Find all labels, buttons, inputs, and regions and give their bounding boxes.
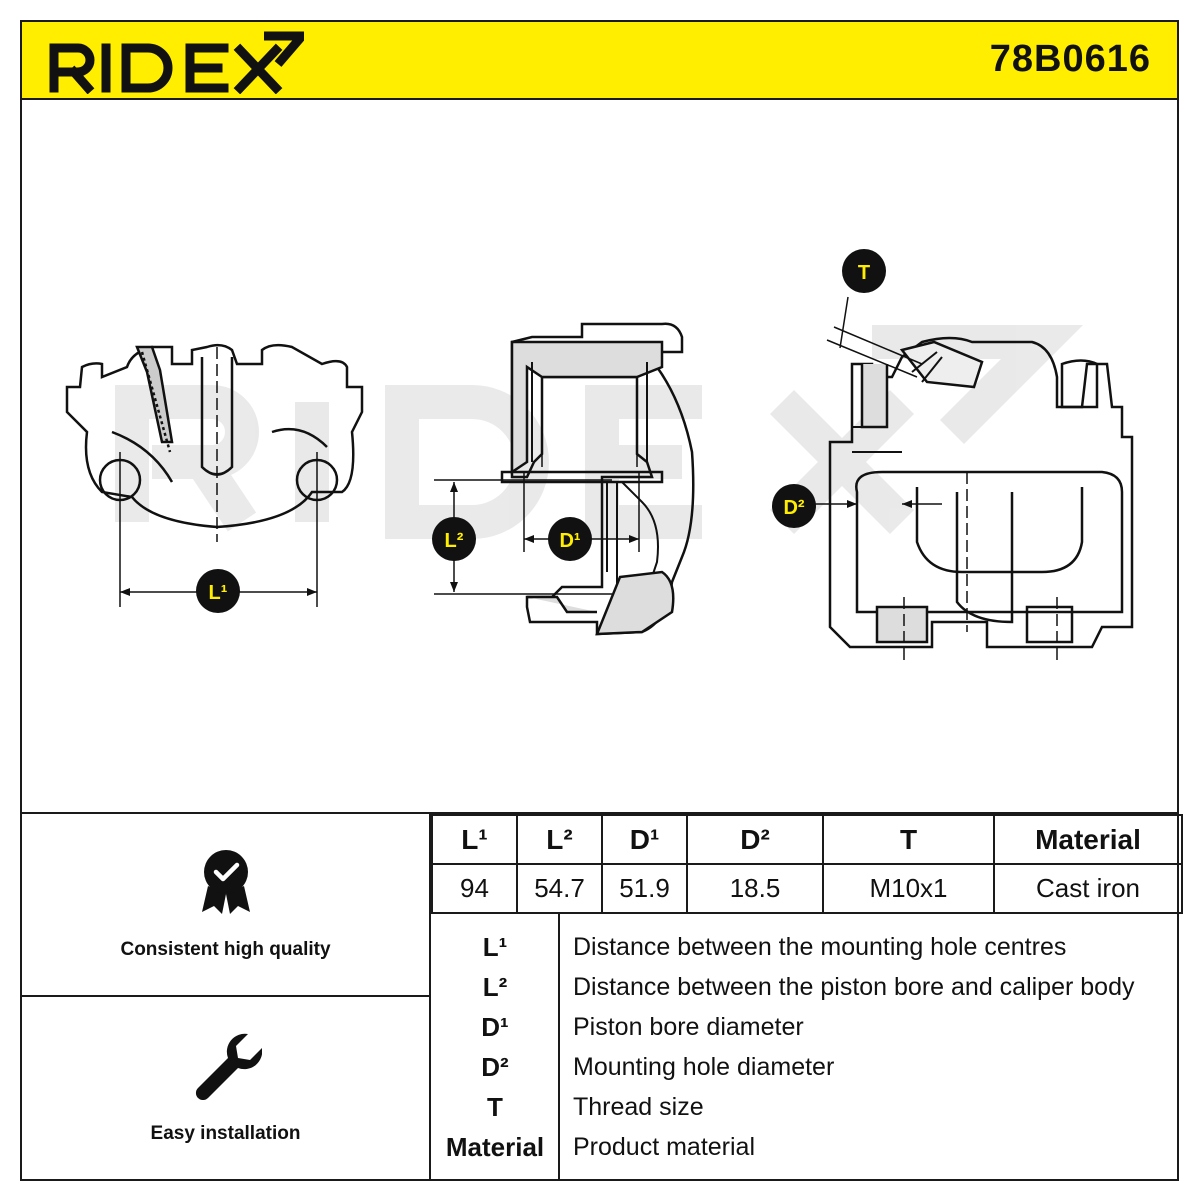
legend-desc: Mounting hole diameter <box>573 1053 835 1081</box>
spec-header-row: L¹ L² D¹ D² T Material <box>431 814 1183 865</box>
l2-marker: L² <box>432 517 476 561</box>
legend-desc: Distance between the piston bore and cal… <box>573 973 1135 1001</box>
legend-key: T <box>487 1092 503 1122</box>
quality-badge-icon <box>202 850 250 914</box>
legend-key: Material <box>445 1132 545 1162</box>
spec-header-d1: D¹ <box>601 814 688 865</box>
legend-key: D² <box>481 1052 509 1082</box>
legend-row: L¹ Distance between the mounting hole ce… <box>431 927 1179 967</box>
divider-drawing-bottom <box>20 812 1179 814</box>
d2-marker-label: D² <box>783 497 804 519</box>
t-marker: T <box>842 249 886 293</box>
spec-header-l2: L² <box>516 814 603 865</box>
d1-marker-label: D¹ <box>559 530 580 552</box>
legend-row: D¹ Piston bore diameter <box>431 1007 1179 1047</box>
spec-value-material: Cast iron <box>993 863 1183 914</box>
legend-key: D¹ <box>481 1012 509 1042</box>
spec-value-t: M10x1 <box>822 863 995 914</box>
legend-key: L¹ <box>482 932 508 962</box>
caliper-section-view <box>434 322 695 636</box>
l2-marker-label: L² <box>445 530 464 552</box>
legend-desc: Distance between the mounting hole centr… <box>573 933 1067 961</box>
legend-row: L² Distance between the piston bore and … <box>431 967 1179 1007</box>
spec-header-t: T <box>822 814 995 865</box>
divider-features <box>20 995 431 997</box>
spec-value-d2: 18.5 <box>686 863 824 914</box>
legend: L¹ Distance between the mounting hole ce… <box>431 913 1179 1181</box>
spec-header-material: Material <box>993 814 1183 865</box>
header-bar: 78B0616 <box>20 20 1179 100</box>
t-marker-label: T <box>858 262 870 284</box>
legend-row: T Thread size <box>431 1087 1179 1127</box>
technical-drawing: L¹ L² D¹ <box>65 249 1134 662</box>
brand-logo <box>49 31 304 94</box>
d1-marker: D¹ <box>548 517 592 561</box>
legend-row: Material Product material <box>431 1127 1179 1167</box>
spec-value-l2: 54.7 <box>516 863 603 914</box>
spec-value-l1: 94 <box>431 863 518 914</box>
feature-installation-label: Easy installation <box>150 1123 301 1144</box>
part-number: 78B0616 <box>989 38 1151 80</box>
legend-key: L² <box>482 972 508 1002</box>
wrench-icon <box>195 1033 262 1100</box>
legend-desc: Product material <box>573 1133 756 1161</box>
l1-marker-label: L¹ <box>209 582 228 604</box>
caliper-side-view <box>812 296 1134 662</box>
legend-desc: Thread size <box>573 1093 704 1121</box>
spec-value-d1: 51.9 <box>601 863 688 914</box>
spec-value-row: 94 54.7 51.9 18.5 M10x1 Cast iron <box>431 863 1183 914</box>
legend-divider <box>558 913 560 1181</box>
spec-header-l1: L¹ <box>431 814 518 865</box>
legend-desc: Piston bore diameter <box>573 1013 804 1041</box>
legend-row: D² Mounting hole diameter <box>431 1047 1179 1087</box>
feature-quality-label: Consistent high quality <box>120 939 331 960</box>
spec-header-d2: D² <box>686 814 824 865</box>
spec-table: L¹ L² D¹ D² T Material 94 54.7 51.9 18.5… <box>431 814 1183 914</box>
l1-marker: L¹ <box>196 569 240 613</box>
d2-marker: D² <box>772 484 816 528</box>
